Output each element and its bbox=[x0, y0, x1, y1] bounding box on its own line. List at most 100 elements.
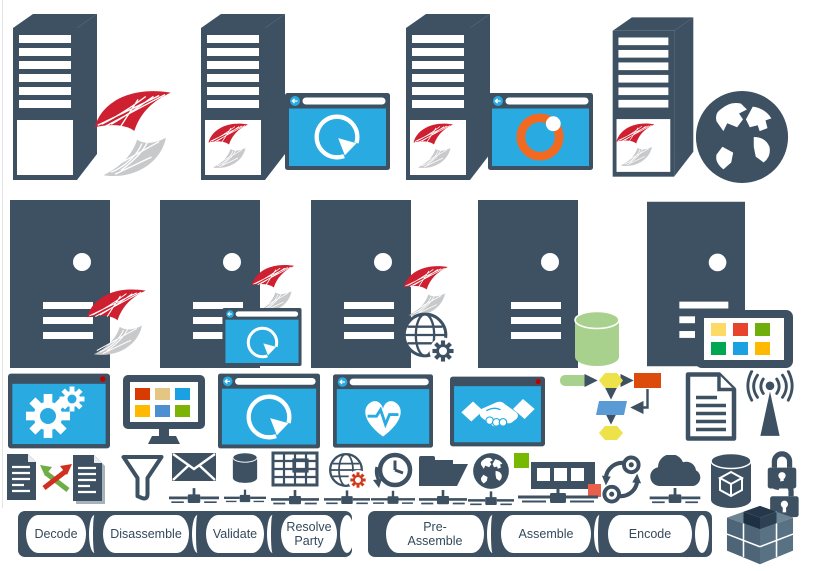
cloud-icon bbox=[650, 455, 701, 486]
clock-icon bbox=[373, 452, 413, 488]
green-database-cylinder[interactable] bbox=[572, 310, 622, 368]
web-app-browser-window[interactable] bbox=[285, 93, 390, 170]
pipeline-stage-resolve-party[interactable]: Resolve Party bbox=[281, 515, 337, 553]
pipeline-stage-pre-assemble[interactable]: Pre-Assemble bbox=[386, 515, 484, 553]
table-grid-icon bbox=[271, 451, 319, 487]
tile-tablet[interactable] bbox=[695, 310, 793, 368]
pipe-separator bbox=[89, 515, 100, 553]
database-cylinder-icon bbox=[232, 452, 258, 484]
gear-hole bbox=[439, 347, 447, 355]
network-connector-icon bbox=[371, 490, 415, 506]
document[interactable] bbox=[683, 371, 739, 442]
schedule-adapter[interactable] bbox=[371, 451, 415, 508]
pipe-separator bbox=[594, 515, 605, 553]
antenna-icon bbox=[748, 371, 792, 436]
pipeline-component-adapter[interactable] bbox=[514, 452, 602, 506]
flow-decision-node bbox=[599, 373, 623, 388]
sql-server-icon bbox=[404, 266, 448, 316]
target-document-icon bbox=[73, 455, 102, 501]
sql-server-icon bbox=[252, 265, 295, 313]
internet-adapter[interactable] bbox=[468, 452, 514, 509]
pipeline-stage-disassemble[interactable]: Disassemble bbox=[103, 515, 189, 553]
sql-server-logo-small[interactable] bbox=[614, 120, 664, 168]
funnel-icon bbox=[121, 455, 164, 501]
network-connector-icon bbox=[169, 488, 219, 505]
filter-funnel[interactable] bbox=[120, 454, 165, 504]
pipeline-stage-validate[interactable]: Validate bbox=[206, 515, 264, 553]
pipeline-stage-decode[interactable]: Decode bbox=[26, 515, 86, 553]
integration-sync[interactable] bbox=[599, 454, 644, 505]
gear-hole bbox=[67, 394, 77, 404]
database-adapter[interactable] bbox=[224, 452, 266, 508]
sql-server-logo[interactable] bbox=[85, 276, 159, 366]
tile-screen-icon bbox=[695, 310, 793, 368]
pipeline-stage-assemble[interactable]: Assemble bbox=[501, 515, 591, 553]
source-document-icon bbox=[7, 454, 36, 500]
pipe-end-cap bbox=[340, 515, 354, 553]
green-square bbox=[514, 453, 529, 468]
send-pipeline[interactable]: Pre-Assemble Assemble Encode bbox=[368, 511, 712, 557]
sql-server-logo-small[interactable] bbox=[410, 120, 464, 170]
lock-open-icon bbox=[770, 481, 799, 518]
email-adapter[interactable] bbox=[169, 452, 219, 508]
sql-server-logo-large[interactable] bbox=[92, 80, 188, 184]
folder-icon bbox=[419, 456, 468, 486]
network-connector-icon bbox=[468, 491, 514, 507]
map-transform-documents[interactable] bbox=[4, 452, 110, 506]
red-map-arrow bbox=[42, 469, 68, 490]
flow-decision-node-2 bbox=[599, 426, 623, 440]
ring-app-browser-window[interactable] bbox=[488, 93, 593, 170]
red-square bbox=[588, 484, 601, 497]
server-panel-icon bbox=[478, 200, 578, 368]
server-tower-1[interactable] bbox=[5, 8, 105, 186]
cloud-adapter[interactable] bbox=[646, 455, 704, 507]
message-box-database[interactable] bbox=[709, 452, 753, 510]
network-connector-icon bbox=[417, 490, 469, 506]
pipe-separator bbox=[192, 515, 203, 553]
table-adapter[interactable] bbox=[270, 451, 320, 508]
sql-server-icon bbox=[414, 124, 454, 168]
flow-task-node bbox=[634, 373, 661, 388]
pipe-separator bbox=[487, 515, 498, 553]
web-service-adapter[interactable] bbox=[324, 451, 370, 508]
gear-hole bbox=[40, 408, 56, 424]
small-web-app-window[interactable] bbox=[222, 308, 302, 366]
broadcast-antenna[interactable] bbox=[744, 369, 796, 443]
receive-pipeline[interactable]: Decode Disassemble Validate Resolve Part… bbox=[18, 511, 354, 557]
pipeline-strip-icon bbox=[531, 462, 595, 489]
sql-server-icon bbox=[95, 91, 171, 176]
sql-server-icon bbox=[209, 124, 249, 168]
workflow-flowchart[interactable] bbox=[558, 370, 666, 442]
pipeline-stage-encode[interactable]: Encode bbox=[608, 515, 692, 553]
green-map-arrow bbox=[44, 471, 70, 492]
pipe-end-cap bbox=[695, 515, 709, 553]
partner-window[interactable] bbox=[450, 374, 545, 449]
web-services-globe-gear[interactable] bbox=[400, 310, 458, 366]
settings-window[interactable] bbox=[8, 372, 110, 450]
health-window[interactable] bbox=[333, 372, 433, 450]
monitor-icon bbox=[123, 375, 205, 444]
lock-open[interactable] bbox=[762, 481, 803, 519]
file-adapter[interactable] bbox=[417, 452, 469, 508]
server-tower-icon bbox=[13, 14, 97, 180]
server-panel-icon bbox=[311, 200, 411, 368]
document-icon bbox=[688, 375, 734, 439]
globe[interactable] bbox=[692, 88, 792, 186]
network-connector-icon bbox=[324, 490, 370, 506]
globe-icon bbox=[696, 91, 788, 183]
sync-arrows-icon bbox=[601, 455, 642, 504]
database-cylinder-icon bbox=[575, 312, 619, 367]
box-package-icon bbox=[717, 470, 745, 498]
web-app-window-pie[interactable] bbox=[218, 372, 320, 450]
pipe-separator bbox=[267, 515, 278, 553]
envelope-icon bbox=[172, 453, 216, 481]
sql-server-icon bbox=[87, 289, 145, 354]
solution-cube[interactable] bbox=[720, 503, 800, 571]
server-panel-4[interactable] bbox=[478, 200, 578, 368]
sql-server-logo-small[interactable] bbox=[205, 120, 259, 170]
page-edge-line bbox=[2, 0, 3, 508]
tile-monitor[interactable] bbox=[122, 374, 206, 454]
flow-start-node bbox=[560, 375, 588, 386]
server-panel-3[interactable] bbox=[311, 200, 411, 368]
